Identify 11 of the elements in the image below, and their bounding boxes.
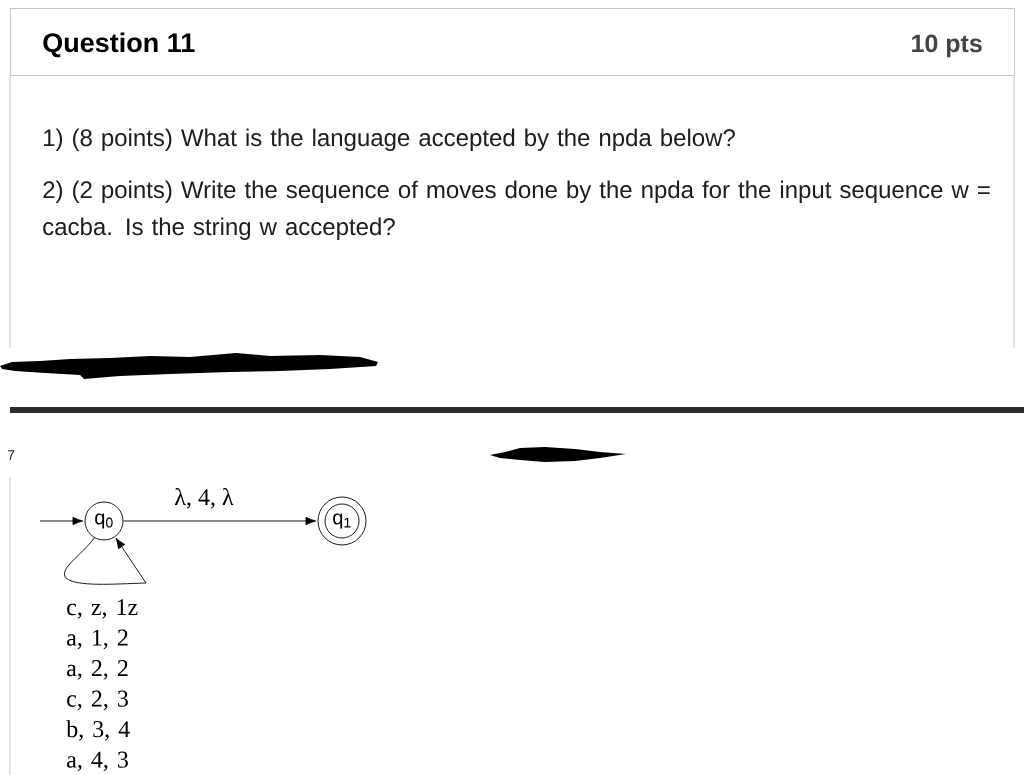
edge-label: λ, 4, λ (174, 488, 234, 509)
edge-label: c, z, 1z a, 1, 2 a, 2, 2 c, 2, 3 b, 3, 4 a, 4, 3 (66, 599, 139, 772)
arrow (123, 516, 317, 526)
question-number: 7 (7, 450, 15, 460)
question-text: 1) (8 points) What is the language accepted by the npda below? (44, 128, 735, 151)
start-arrow (39, 516, 84, 526)
loop-arrow (64, 537, 147, 585)
question-title: Question 11 (43, 32, 195, 58)
accepting-state: q$_{1}$ (317, 496, 367, 546)
question-text: 2) (2 points) Write the sequence of moves done by the npda for the input sequence w = cacba. Is the string w accepted? (43, 180, 990, 240)
points-label: 10 pts (912, 34, 982, 58)
